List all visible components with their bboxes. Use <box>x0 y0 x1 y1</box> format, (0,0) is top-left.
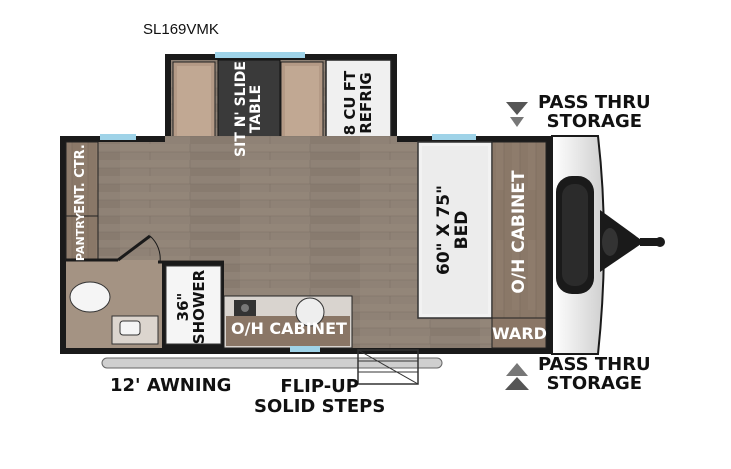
front-cap-logo <box>551 135 665 355</box>
entertainment-center <box>65 141 99 261</box>
bathroom <box>66 234 224 348</box>
arrow-up-icon <box>505 363 529 390</box>
ent-ctr-label: ENT. CTR. <box>73 144 89 214</box>
arrow-down-icon <box>506 102 528 127</box>
oh-cabinet-side-label: O/H CABINET <box>509 170 530 294</box>
awning <box>101 357 443 369</box>
bedroom <box>417 141 547 349</box>
awning-label: 12' AWNING <box>110 375 232 396</box>
flip-up-steps <box>357 349 419 385</box>
window <box>432 134 476 140</box>
bed-label: 60" X 75"BED <box>434 185 472 275</box>
pantry-label: PANTRY <box>74 212 88 262</box>
oh-cabinet-bottom-label: O/H CABINET <box>231 319 347 338</box>
window <box>290 346 320 352</box>
kitchen-counter <box>223 295 353 349</box>
window <box>100 134 136 140</box>
slide-out <box>165 52 397 150</box>
shower-label: 36"SHOWER <box>174 269 208 345</box>
wardrobe-label: WARD <box>492 324 547 343</box>
model-number: SL169VMK <box>143 21 219 38</box>
